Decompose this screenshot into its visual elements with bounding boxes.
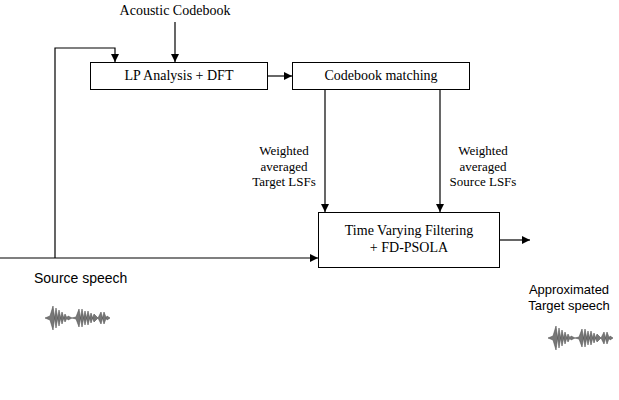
text-label: Source speech [34,270,144,287]
edge-label: Weighted averaged Source LSFs [447,143,519,190]
text-label: Acoustic Codebook [95,3,255,20]
box-label: Time Varying Filtering + FD-PSOLA [341,223,477,257]
source-waveform [45,306,110,330]
process-box: Codebook matching [292,62,470,90]
text-label: Approximated Target speech [524,282,614,313]
source-input-line [0,257,318,258]
edge-label: Weighted averaged Target LSFs [248,143,320,190]
codebook-arrow [174,22,175,62]
process-box: Time Varying Filtering + FD-PSOLA [318,212,500,268]
box-label: Codebook matching [324,68,437,85]
output-arrow [500,239,530,240]
process-box: LP Analysis + DFT [90,62,268,90]
arrow-connector [324,90,325,212]
box-label: LP Analysis + DFT [125,68,234,85]
target-waveform [548,326,613,350]
arrow-connector [268,75,292,76]
arrow-connector [439,90,440,212]
